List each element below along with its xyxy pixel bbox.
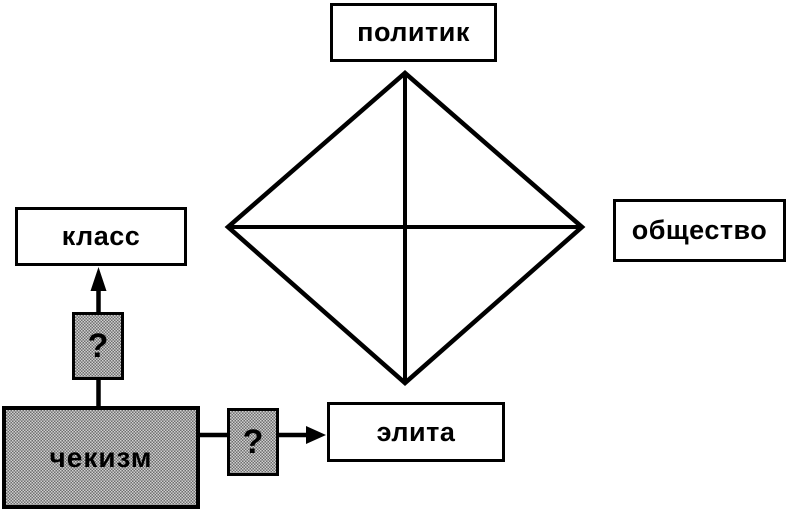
diamond-shape <box>224 70 586 386</box>
node-politik-label: политик <box>357 17 470 47</box>
node-chekizm: чекизм <box>2 406 200 509</box>
node-klass: класс <box>15 207 187 266</box>
node-elita: элита <box>327 402 505 462</box>
arrowhead-up-icon <box>90 267 107 291</box>
question-mark-label: ? <box>87 326 109 365</box>
node-obshchestvo: общество <box>613 199 786 262</box>
question-box-vertical: ? <box>72 312 124 380</box>
question-mark-label: ? <box>242 422 264 461</box>
node-elita-label: элита <box>376 416 456 447</box>
node-politik: политик <box>330 3 497 62</box>
node-obshchestvo-label: общество <box>631 215 768 245</box>
node-klass-label: класс <box>61 221 141 251</box>
node-chekizm-label: чекизм <box>49 441 153 473</box>
question-box-horizontal: ? <box>227 408 279 476</box>
arrowhead-right-icon <box>306 426 326 444</box>
